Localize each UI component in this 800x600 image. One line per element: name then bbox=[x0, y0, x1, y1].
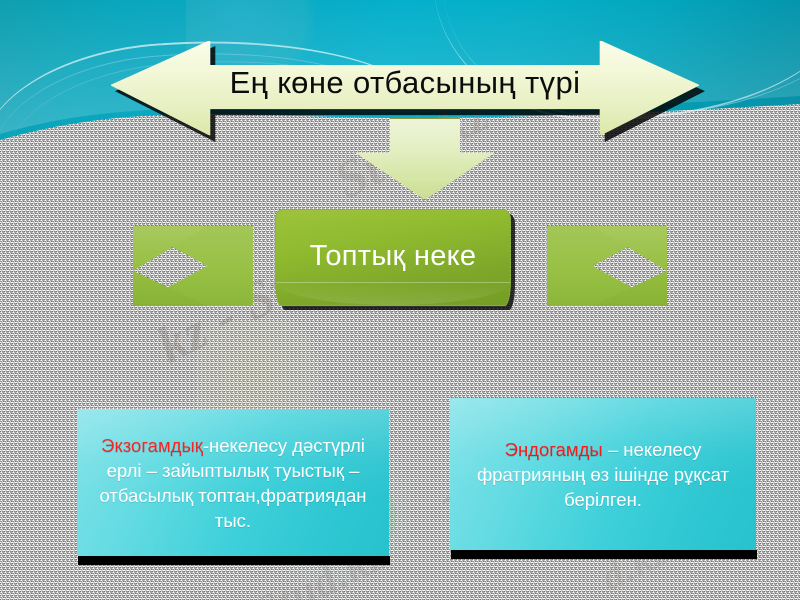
info-box-endogamy-body: – некелесу фратрияның өз ішінде рұқсат б… bbox=[476, 438, 730, 510]
info-box-endogamy-text: Эндогамды – некелесу фратрияның өз ішінд… bbox=[458, 437, 748, 512]
info-box-shadow-bar bbox=[78, 556, 390, 565]
info-box-exogamy: Экзогамдық-некелесу дәстүрлі ерлі – зайы… bbox=[77, 409, 390, 565]
info-box-shadow-bar bbox=[451, 550, 757, 559]
info-box-exogamy-body: -некелесу дәстүрлі ерлі – зайыптылық туы… bbox=[99, 434, 367, 531]
ribbon-label: Топтық неке bbox=[309, 239, 477, 272]
info-box-endogamy-highlight: Эндогамды bbox=[504, 438, 603, 460]
info-box-exogamy-text: Экзогамдық-некелесу дәстүрлі ерлі – зайы… bbox=[85, 433, 381, 533]
slide-title: Ең көне отбасының түрі bbox=[229, 65, 581, 100]
info-box-endogamy: Эндогамды – некелесу фратрияның өз ішінд… bbox=[450, 398, 757, 559]
info-box-exogamy-highlight: Экзогамдық bbox=[101, 434, 203, 456]
ribbon-center-panel bbox=[275, 209, 511, 306]
